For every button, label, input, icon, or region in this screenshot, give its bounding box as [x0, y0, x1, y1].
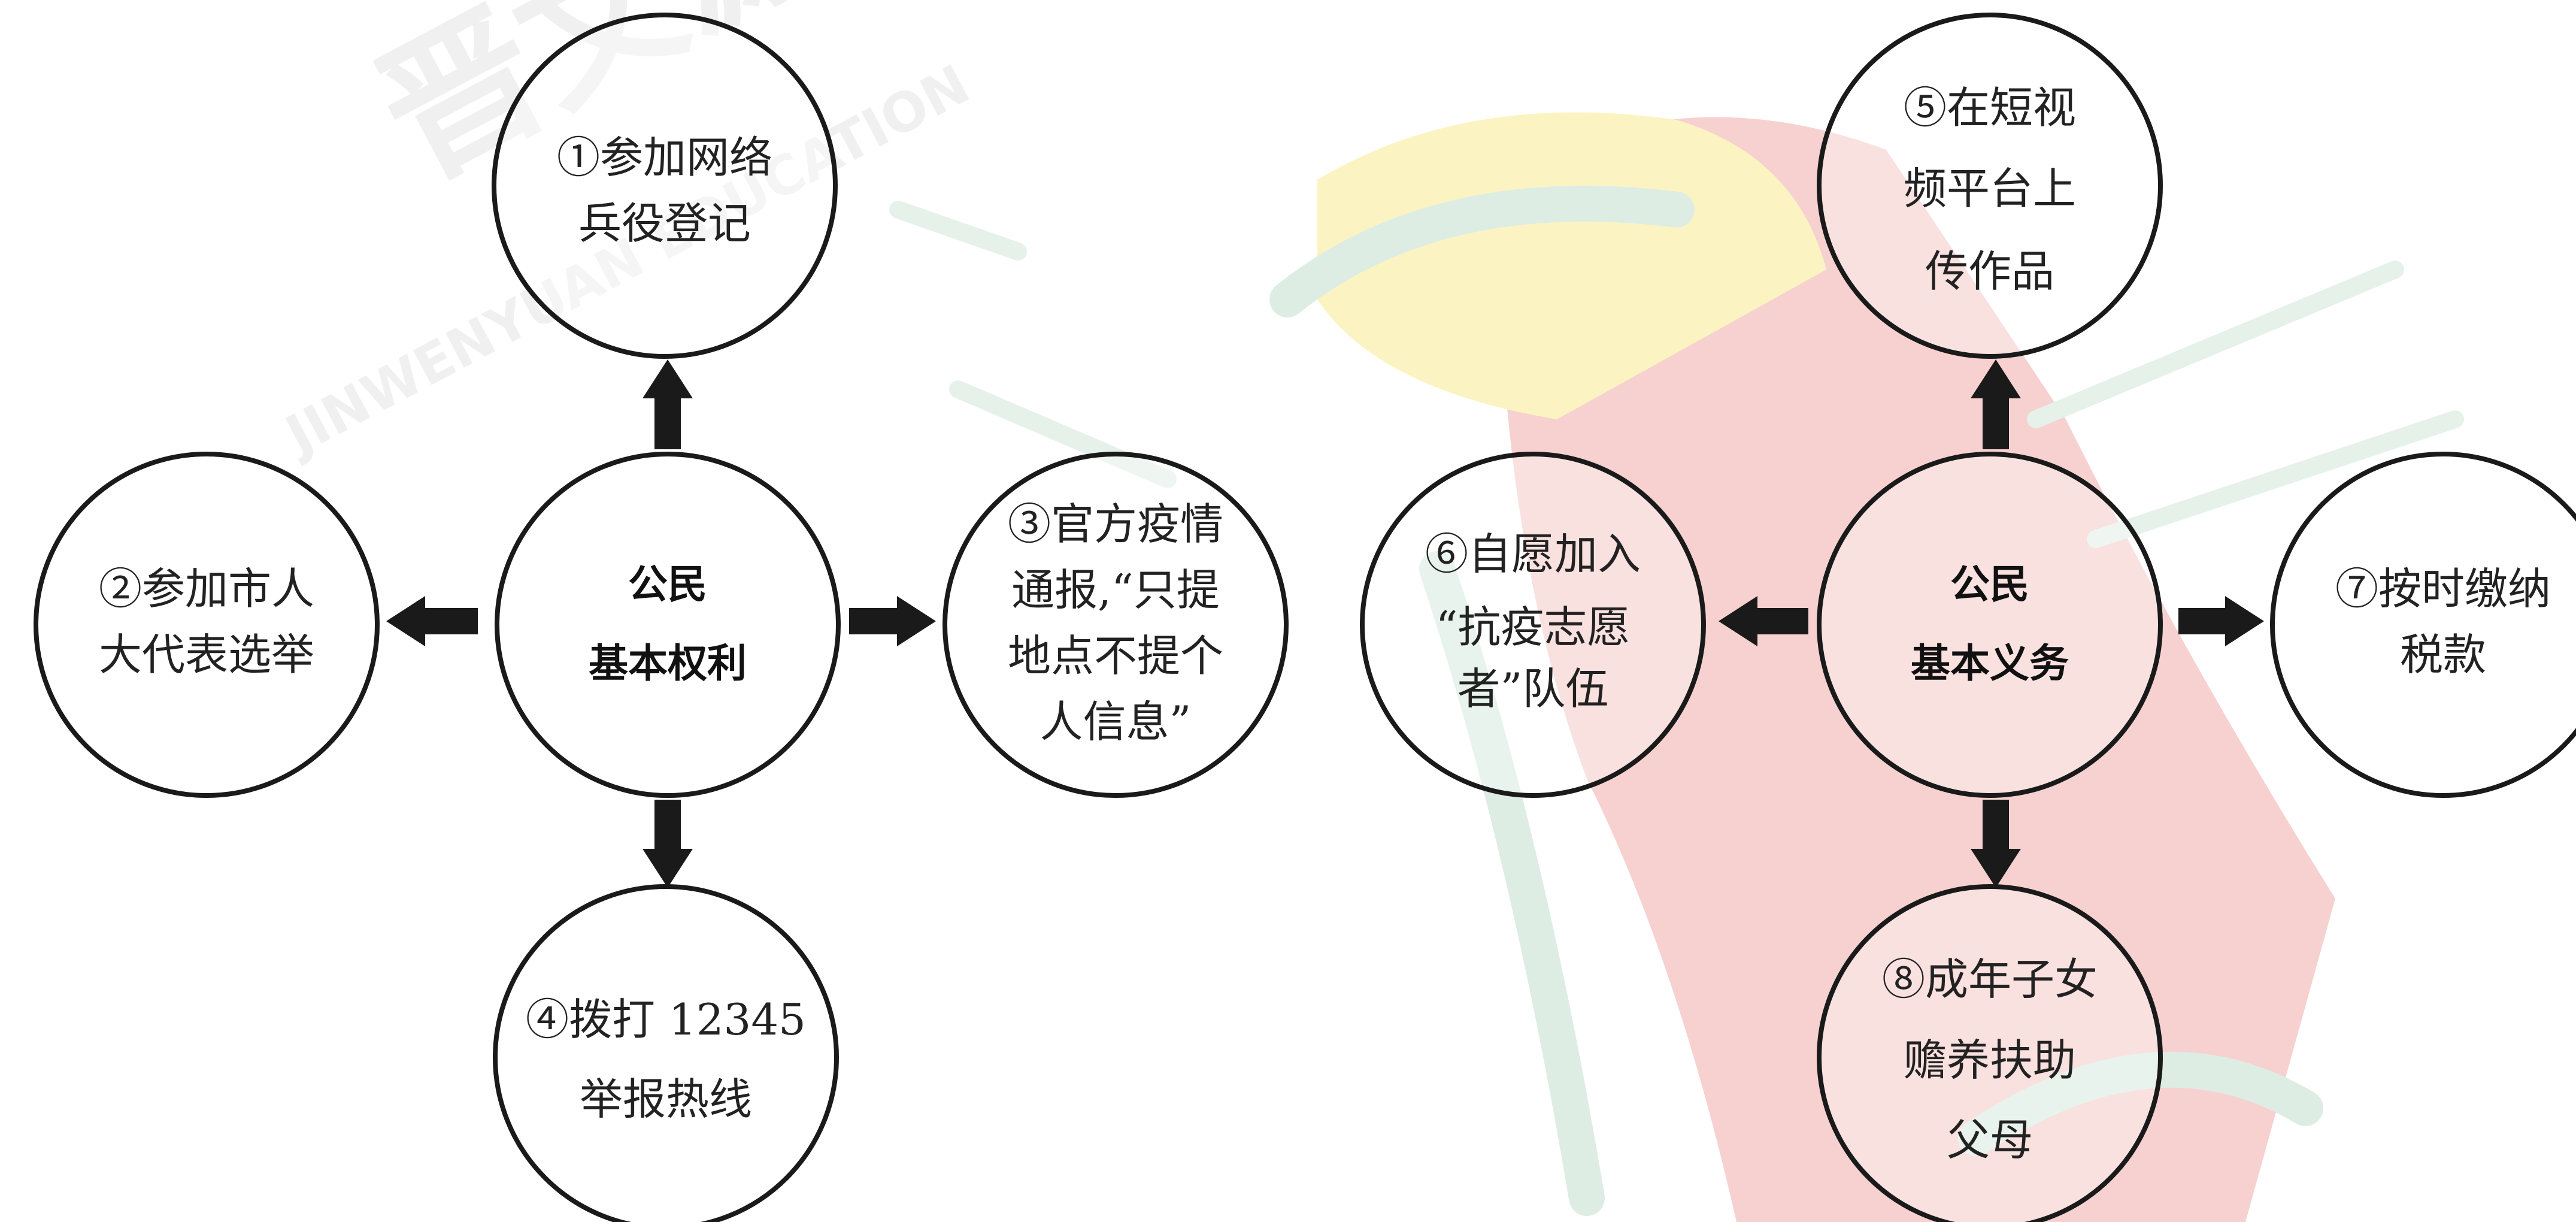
circle-basic-duties: 公民 基本义务	[1817, 452, 2163, 798]
node-3-line2: 通报,“只提	[1011, 565, 1220, 615]
node-6-line3: 者”队伍	[1457, 664, 1609, 714]
arrow-right-right	[2178, 596, 2264, 646]
node-7-line1: ⑦按时缴纳	[2335, 564, 2551, 614]
node-7-line2: 税款	[2400, 630, 2486, 680]
node-5-line2: 频平台上	[1904, 164, 2076, 214]
node-2-line2: 大代表选举	[99, 630, 314, 680]
arrow-up-right	[1971, 359, 2021, 449]
arrow-down-right	[1971, 800, 2021, 888]
node-3-official-epidemic-report: ③官方疫情 通报,“只提 地点不提个 人信息”	[942, 452, 1289, 798]
center-label-line1: 公民	[1950, 561, 2029, 607]
right-diagram: 公民 基本义务 ⑤在短视 频平台上 传作品 ⑥自愿加入 “抗疫志愿 者”队伍 ⑦…	[1360, 13, 2576, 1222]
node-8-line2: 赡养扶助	[1904, 1035, 2076, 1085]
watermark-red-shape	[1497, 117, 2335, 1222]
node-4-line2: 举报热线	[580, 1074, 752, 1124]
arrow-down-left	[643, 800, 693, 888]
center-label-line2: 基本权利	[589, 640, 747, 686]
node-5-line1: ⑤在短视	[1904, 83, 2076, 133]
node-8-line1: ⑧成年子女	[1882, 954, 2098, 1005]
arrow-up-left	[643, 359, 693, 449]
arrow-left-right	[1719, 596, 1808, 646]
node-2-peoples-congress-election: ②参加市人 大代表选举	[34, 452, 380, 798]
node-8-support-parents: ⑧成年子女 赡养扶助 父母	[1817, 884, 2163, 1222]
watermark-green-stroke-2	[889, 201, 2464, 548]
watermark-green-stroke-1	[1269, 186, 2323, 1216]
watermark-yellow-shape	[1317, 112, 1826, 419]
node-6-line1: ⑥自愿加入	[1425, 529, 1641, 579]
node-3-line3: 地点不提个	[1008, 631, 1223, 681]
arrow-right-left	[849, 596, 936, 646]
node-7-pay-taxes: ⑦按时缴纳 税款	[2270, 452, 2576, 798]
node-1-line1: ①参加网络	[557, 132, 772, 183]
left-diagram: 公民 基本权利 ①参加网络 兵役登记 ②参加市人 大代表选举 ③官方疫情 通报,…	[34, 13, 1289, 1222]
node-1-network-military-registration: ①参加网络 兵役登记	[492, 13, 838, 359]
node-3-line4: 人信息”	[1040, 697, 1192, 747]
center-label-line1: 公民	[628, 561, 707, 607]
node-4-hotline-12345: ④拨打 12345 举报热线	[493, 884, 839, 1222]
center-label-line2: 基本义务	[1911, 640, 2069, 686]
node-1-line2: 兵役登记	[578, 198, 751, 249]
node-3-line1: ③官方疫情	[1008, 499, 1223, 549]
node-5-line3: 传作品	[1925, 246, 2054, 297]
circle-basic-rights: 公民 基本权利	[495, 452, 841, 798]
node-5-short-video-upload: ⑤在短视 频平台上 传作品	[1817, 13, 2163, 359]
node-8-line3: 父母	[1947, 1115, 2033, 1165]
node-6-anti-epidemic-volunteer: ⑥自愿加入 “抗疫志愿 者”队伍	[1360, 452, 1706, 798]
node-2-line1: ②参加市人	[99, 564, 314, 614]
node-4-line1: ④拨打 12345	[526, 994, 806, 1045]
arrow-left-left	[386, 596, 478, 646]
node-6-line2: “抗疫志愿	[1436, 602, 1631, 652]
